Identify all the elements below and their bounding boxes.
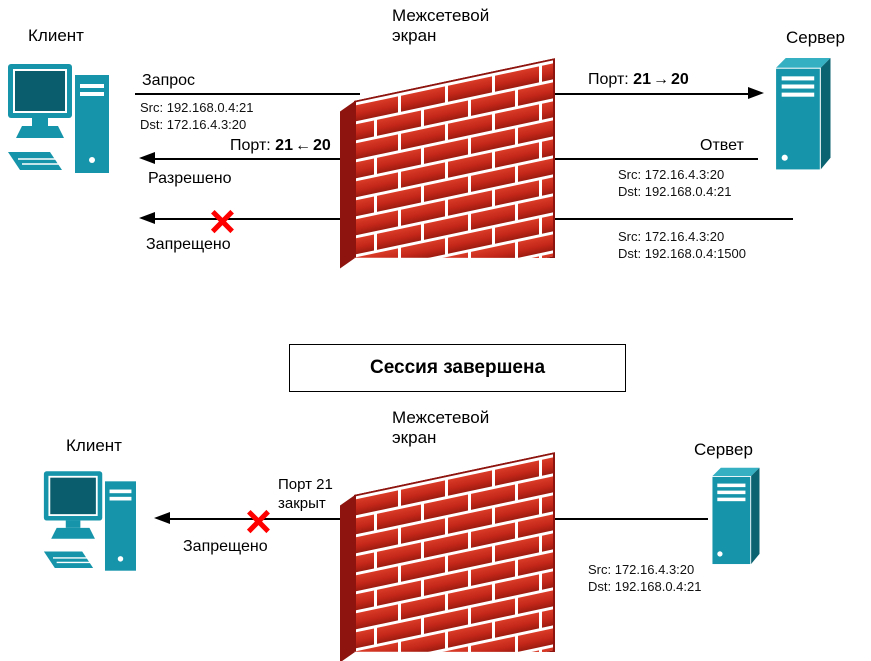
brick bbox=[448, 266, 492, 291]
brick bbox=[354, 286, 398, 300]
port-closed-label: Порт 21 закрыт bbox=[278, 476, 333, 512]
arrow-right-glyph-icon: → bbox=[652, 71, 669, 88]
firewall-brick-wall-top bbox=[340, 58, 555, 258]
request-dst: Dst: 172.16.4.3:20 bbox=[140, 116, 247, 132]
bottom-line-right bbox=[540, 518, 708, 520]
blocked-line-left bbox=[153, 218, 343, 220]
response-line-left bbox=[153, 158, 343, 160]
wall-side-face bbox=[340, 495, 355, 661]
arrowhead-right-icon bbox=[748, 87, 764, 99]
denied-label-bottom: Запрещено bbox=[183, 538, 268, 555]
arrowhead-left-icon bbox=[139, 152, 155, 164]
response-label: Ответ bbox=[700, 137, 744, 154]
port-out-to: 20 bbox=[670, 71, 689, 88]
port-in-to: 20 bbox=[312, 137, 331, 154]
brick bbox=[401, 276, 445, 300]
blocked-packet-info: Src: 172.16.4.3:20 Dst: 192.168.0.4:1500 bbox=[618, 229, 746, 263]
brick bbox=[377, 262, 421, 287]
request-line-right bbox=[540, 93, 752, 95]
arrowhead-left-icon bbox=[139, 212, 155, 224]
denied-label-top: Запрещено bbox=[146, 236, 231, 253]
brick bbox=[495, 650, 539, 661]
port-translation-out: Порт: 21→20 bbox=[588, 71, 689, 89]
client-computer-icon bbox=[43, 471, 138, 573]
request-label: Запрос bbox=[142, 72, 196, 89]
server-icon-top bbox=[775, 58, 831, 171]
bottom-packet-info: Src: 172.16.4.3:20 Dst: 192.168.0.4:21 bbox=[588, 562, 701, 596]
bottom-dst: Dst: 192.168.0.4:21 bbox=[588, 578, 702, 594]
wall-side-face bbox=[340, 101, 355, 269]
brick-row bbox=[354, 253, 553, 300]
server-label-bottom: Сервер bbox=[694, 440, 753, 459]
port-out-prefix: Порт: bbox=[588, 71, 629, 88]
blocked-dst: Dst: 192.168.0.4:1500 bbox=[618, 245, 746, 261]
arrowhead-left-icon bbox=[154, 512, 170, 524]
brick bbox=[495, 256, 539, 281]
blocked-x-icon: × bbox=[209, 195, 236, 247]
bottom-src: Src: 172.16.4.3:20 bbox=[588, 562, 695, 577]
response-packet-info: Src: 172.16.4.3:20 Dst: 192.168.0.4:21 bbox=[618, 167, 731, 201]
client-computer-icon bbox=[8, 64, 111, 175]
bottom-line-left bbox=[168, 518, 344, 520]
brick bbox=[377, 656, 421, 661]
response-line-right bbox=[540, 158, 758, 160]
request-line-left bbox=[135, 93, 360, 95]
client-label-bottom: Клиент bbox=[66, 436, 122, 455]
response-dst: Dst: 192.168.0.4:21 bbox=[618, 183, 732, 199]
firewall-label-top: Межсетевой экран bbox=[392, 6, 490, 46]
brick bbox=[542, 452, 555, 476]
allowed-label: Разрешено bbox=[148, 170, 232, 187]
arrow-left-glyph-icon: ← bbox=[294, 137, 311, 154]
port-in-from: 21 bbox=[275, 137, 293, 154]
server-icon-bottom bbox=[711, 467, 760, 565]
session-ended-box: Сессия завершена bbox=[289, 344, 626, 392]
client-label-top: Клиент bbox=[28, 26, 84, 45]
port-in-prefix: Порт: bbox=[230, 137, 271, 154]
firewall-label-bottom: Межсетевой экран bbox=[392, 408, 490, 448]
port-out-from: 21 bbox=[633, 71, 651, 88]
wall-front-face bbox=[354, 452, 555, 661]
response-src: Src: 172.16.4.3:20 bbox=[618, 167, 725, 182]
wall-front-face bbox=[354, 58, 555, 301]
port-translation-in: Порт: 21←20 bbox=[230, 137, 331, 155]
brick bbox=[542, 58, 555, 82]
blocked-line-right bbox=[540, 218, 793, 220]
server-label-top: Сервер bbox=[786, 28, 845, 47]
request-src: Src: 192.168.0.4:21 bbox=[140, 100, 254, 115]
session-ended-label: Сессия завершена bbox=[369, 357, 546, 378]
blocked-x-icon: × bbox=[245, 495, 272, 547]
brick bbox=[354, 272, 374, 297]
firewall-brick-wall-bottom bbox=[340, 452, 555, 661]
blocked-src: Src: 172.16.4.3:20 bbox=[618, 229, 725, 244]
request-packet-info: Src: 192.168.0.4:21 Dst: 172.16.4.3:20 bbox=[140, 100, 253, 134]
